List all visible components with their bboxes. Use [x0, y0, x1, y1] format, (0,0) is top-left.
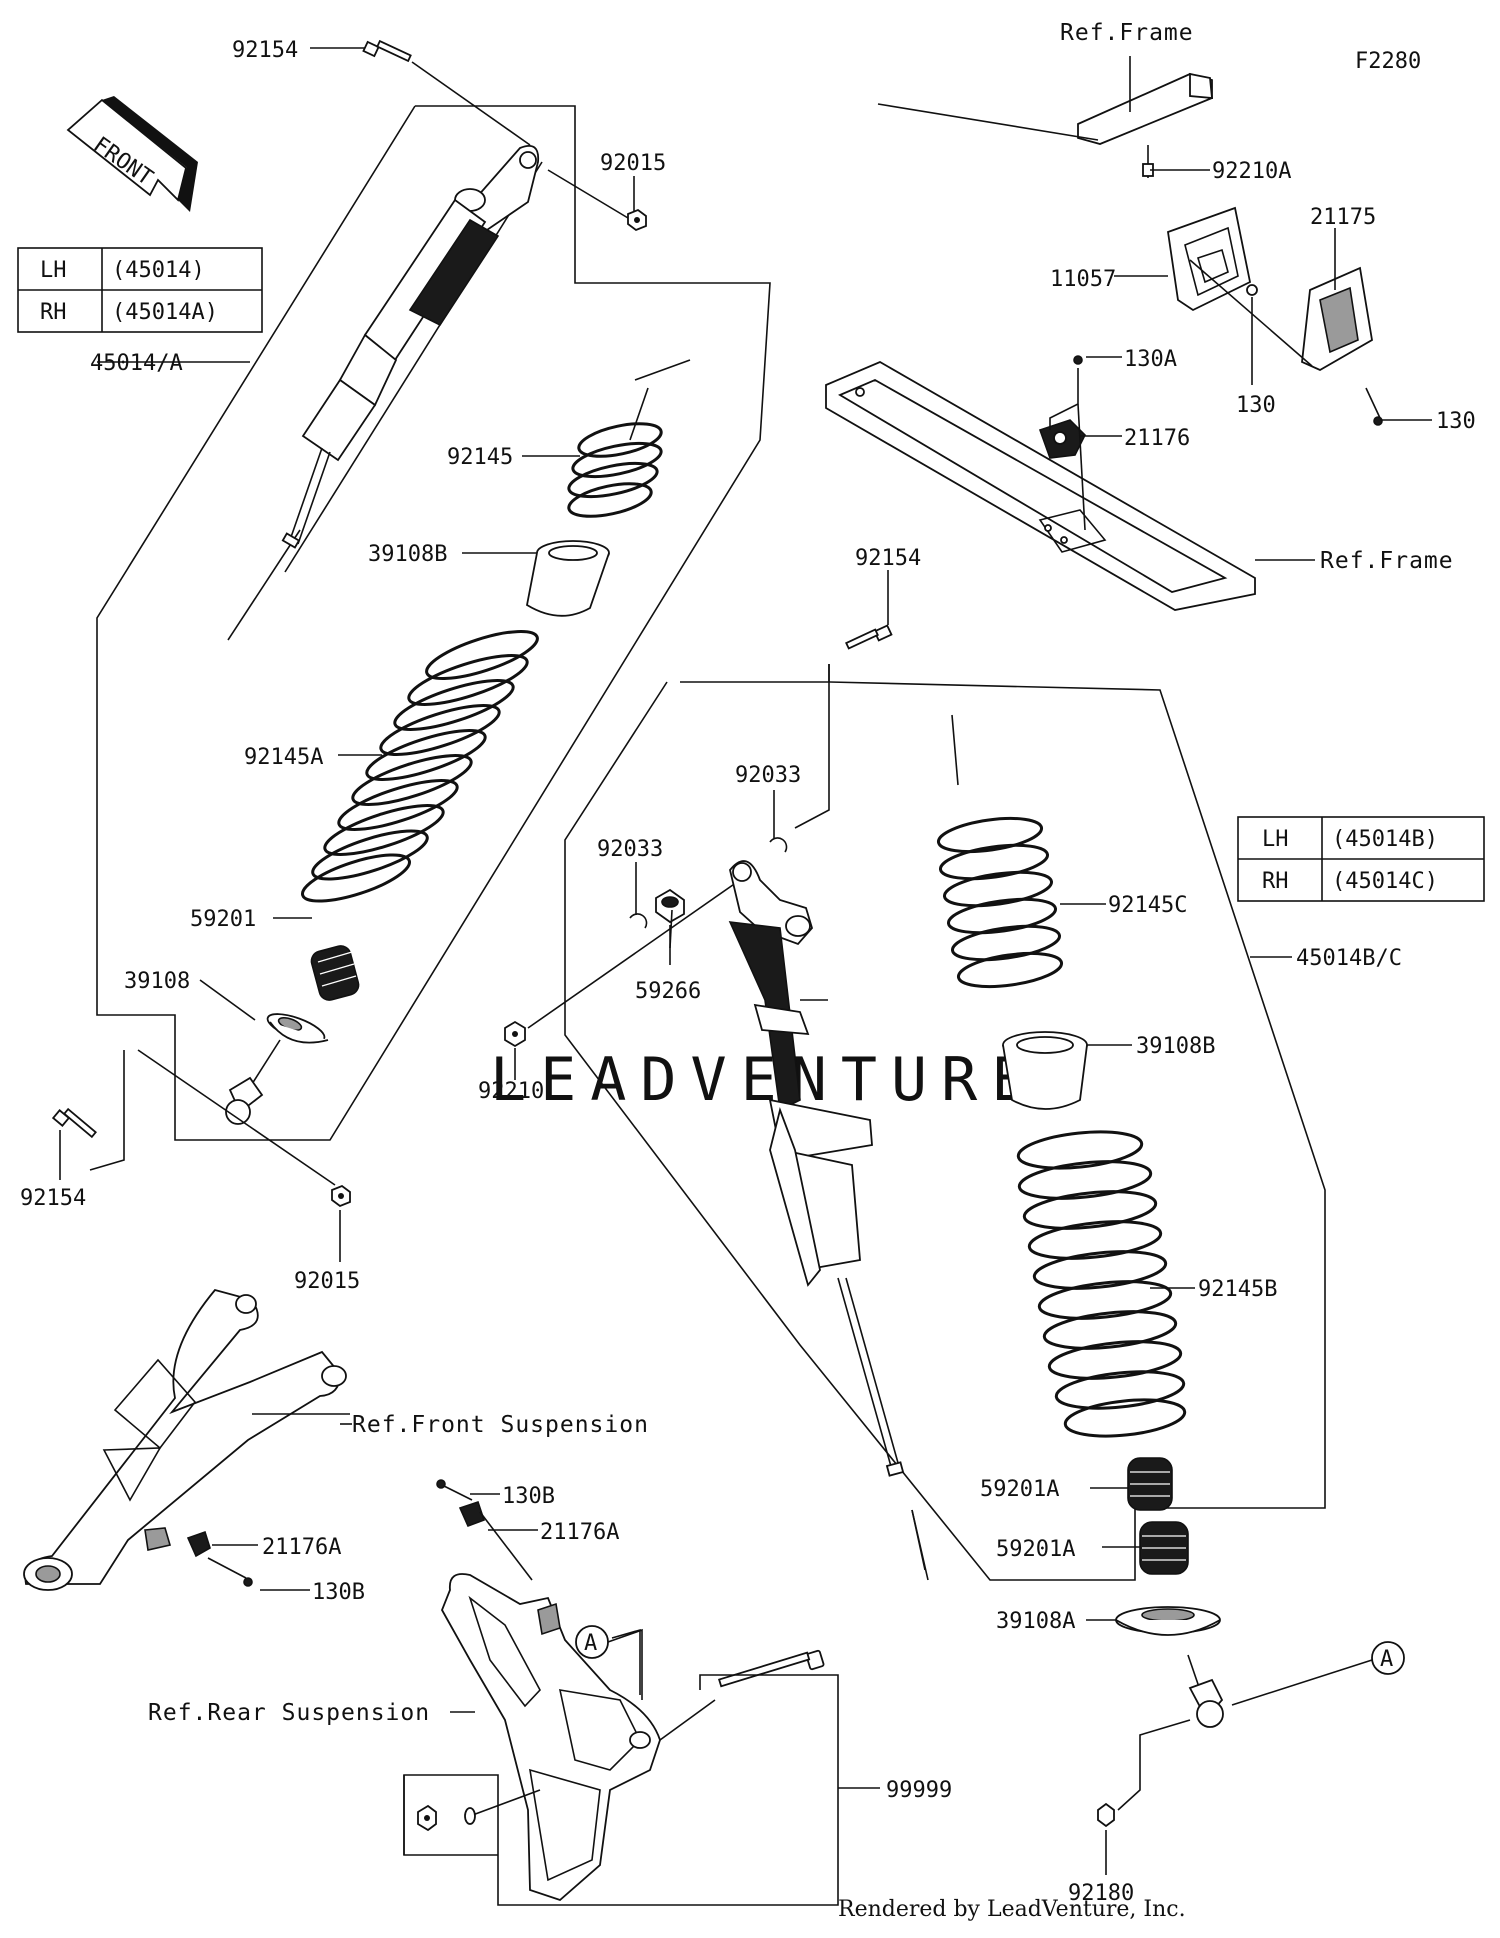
ref-front-suspension: Ref.Front Suspension [352, 1412, 649, 1438]
right-main-spring [1016, 1130, 1187, 1438]
label-130A: 130A [1124, 347, 1177, 372]
left-shock-absorber [227, 144, 543, 641]
label-39108A: 39108A [996, 1609, 1075, 1634]
label-21176: 21176 [1124, 426, 1190, 451]
front-arrow-icon: FRONT [66, 96, 198, 212]
label-92033-b: 92033 [597, 837, 663, 862]
label-59201A-2: 59201A [996, 1537, 1075, 1562]
label-21176A-left: 21176A [262, 1535, 341, 1560]
left-shock-group-outline [96, 105, 771, 1141]
right-spring-seat [1002, 1031, 1088, 1110]
left-table-part-0: (45014) [112, 258, 205, 283]
left-lower-eye [89, 1039, 336, 1186]
label-39108: 39108 [124, 969, 190, 994]
label-130B-left: 130B [312, 1580, 365, 1605]
leader-lines [59, 47, 1432, 1713]
label-59266: 59266 [635, 979, 701, 1004]
callout-a-left: A [575, 1625, 643, 1700]
sensor-21176A-top [436, 1479, 533, 1581]
right-table-side-0: LH [1262, 827, 1289, 852]
label-92145A: 92145A [244, 745, 323, 770]
rear-suspension-arm [441, 1573, 661, 1902]
callout-a-right: A [1371, 1641, 1405, 1675]
label-45014A: 45014/A [90, 351, 183, 376]
figure-code: F2280 [1355, 49, 1421, 74]
ecu-21175 [1189, 228, 1383, 426]
callout-a-left-text: A [584, 1631, 597, 1656]
left-bolt-top [362, 39, 412, 63]
right-table-side-1: RH [1262, 869, 1289, 894]
right-bump-stop-2 [1139, 1521, 1189, 1575]
label-92180: 92180 [1068, 1881, 1134, 1906]
left-table-side-0: LH [40, 258, 67, 283]
label-45014BC: 45014B/C [1296, 946, 1402, 971]
ref-rear-suspension: Ref.Rear Suspension [148, 1700, 430, 1726]
label-92210: 92210 [478, 1079, 544, 1104]
ref-frame-right: Ref.Frame [1320, 548, 1454, 574]
front-suspension-arm [23, 1288, 350, 1591]
watermark: LEADVENTURE [490, 1045, 1041, 1115]
left-variant-table: LH (45014) RH (45014A) [17, 247, 263, 333]
label-92145B: 92145B [1198, 1277, 1277, 1302]
left-table-side-1: RH [40, 300, 67, 325]
right-table-part-1: (45014C) [1332, 869, 1438, 894]
nut-92210 [504, 879, 741, 1048]
circlip-92033-a [769, 837, 788, 853]
kit-99999-outline [403, 1674, 880, 1906]
circlip-92033-b [629, 913, 648, 929]
ref-frame-top: Ref.Frame [1060, 20, 1194, 46]
bracket-11057 [1142, 145, 1252, 312]
left-upper-spring [567, 359, 691, 518]
nut-99999 [417, 1804, 476, 1832]
right-bump-stop-1 [1127, 1457, 1173, 1511]
label-21175: 21175 [1310, 205, 1376, 230]
center-shock-absorber [728, 860, 929, 1581]
left-spring-retainer [266, 1013, 329, 1044]
label-99999: 99999 [886, 1778, 952, 1803]
label-21176A-top: 21176A [540, 1520, 619, 1545]
right-shock-group-outline [564, 664, 1326, 1581]
render-credit: Rendered by LeadVenture, Inc. [838, 1897, 1186, 1922]
label-92154-left: 92154 [20, 1186, 86, 1211]
left-nut-top [411, 61, 647, 232]
right-spring-retainer [1115, 1606, 1221, 1636]
label-130-right: 130 [1436, 409, 1476, 434]
label-92015-bottom: 92015 [294, 1269, 360, 1294]
label-59201: 59201 [190, 907, 256, 932]
label-92033-a: 92033 [735, 763, 801, 788]
left-table-part-1: (45014A) [112, 300, 218, 325]
pivot-bolt-99999 [469, 1649, 825, 1817]
right-variant-table: LH (45014B) RH (45014C) [1237, 816, 1485, 902]
label-130-mid: 130 [1236, 393, 1276, 418]
left-main-spring [301, 629, 539, 903]
main-frame [825, 360, 1315, 611]
label-92145C: 92145C [1108, 893, 1187, 918]
left-nut-bottom [331, 1184, 351, 1208]
mid-bolt-top [845, 624, 893, 650]
washer-92180 [1097, 1802, 1115, 1875]
top-frame-bar [1077, 56, 1214, 145]
label-92145: 92145 [447, 445, 513, 470]
label-39108B-left: 39108B [368, 542, 447, 567]
left-bump-stop [310, 945, 360, 1001]
label-11057: 11057 [1050, 267, 1116, 292]
sensor-21176A-left [186, 1530, 258, 1587]
label-92154-mid: 92154 [855, 546, 921, 571]
label-59201A-1: 59201A [980, 1477, 1059, 1502]
label-130B-top: 130B [502, 1484, 555, 1509]
right-upper-spring [936, 714, 1064, 989]
label-92154-top: 92154 [232, 38, 298, 63]
left-spring-seat [525, 540, 610, 617]
callout-a-right-text: A [1380, 1647, 1393, 1672]
label-92210A: 92210A [1212, 159, 1291, 184]
label-39108B-right: 39108B [1136, 1034, 1215, 1059]
label-92015-top: 92015 [600, 151, 666, 176]
left-bolt-bottom [51, 1107, 97, 1139]
right-table-part-0: (45014B) [1332, 827, 1438, 852]
right-lower-eye [1117, 1654, 1373, 1811]
